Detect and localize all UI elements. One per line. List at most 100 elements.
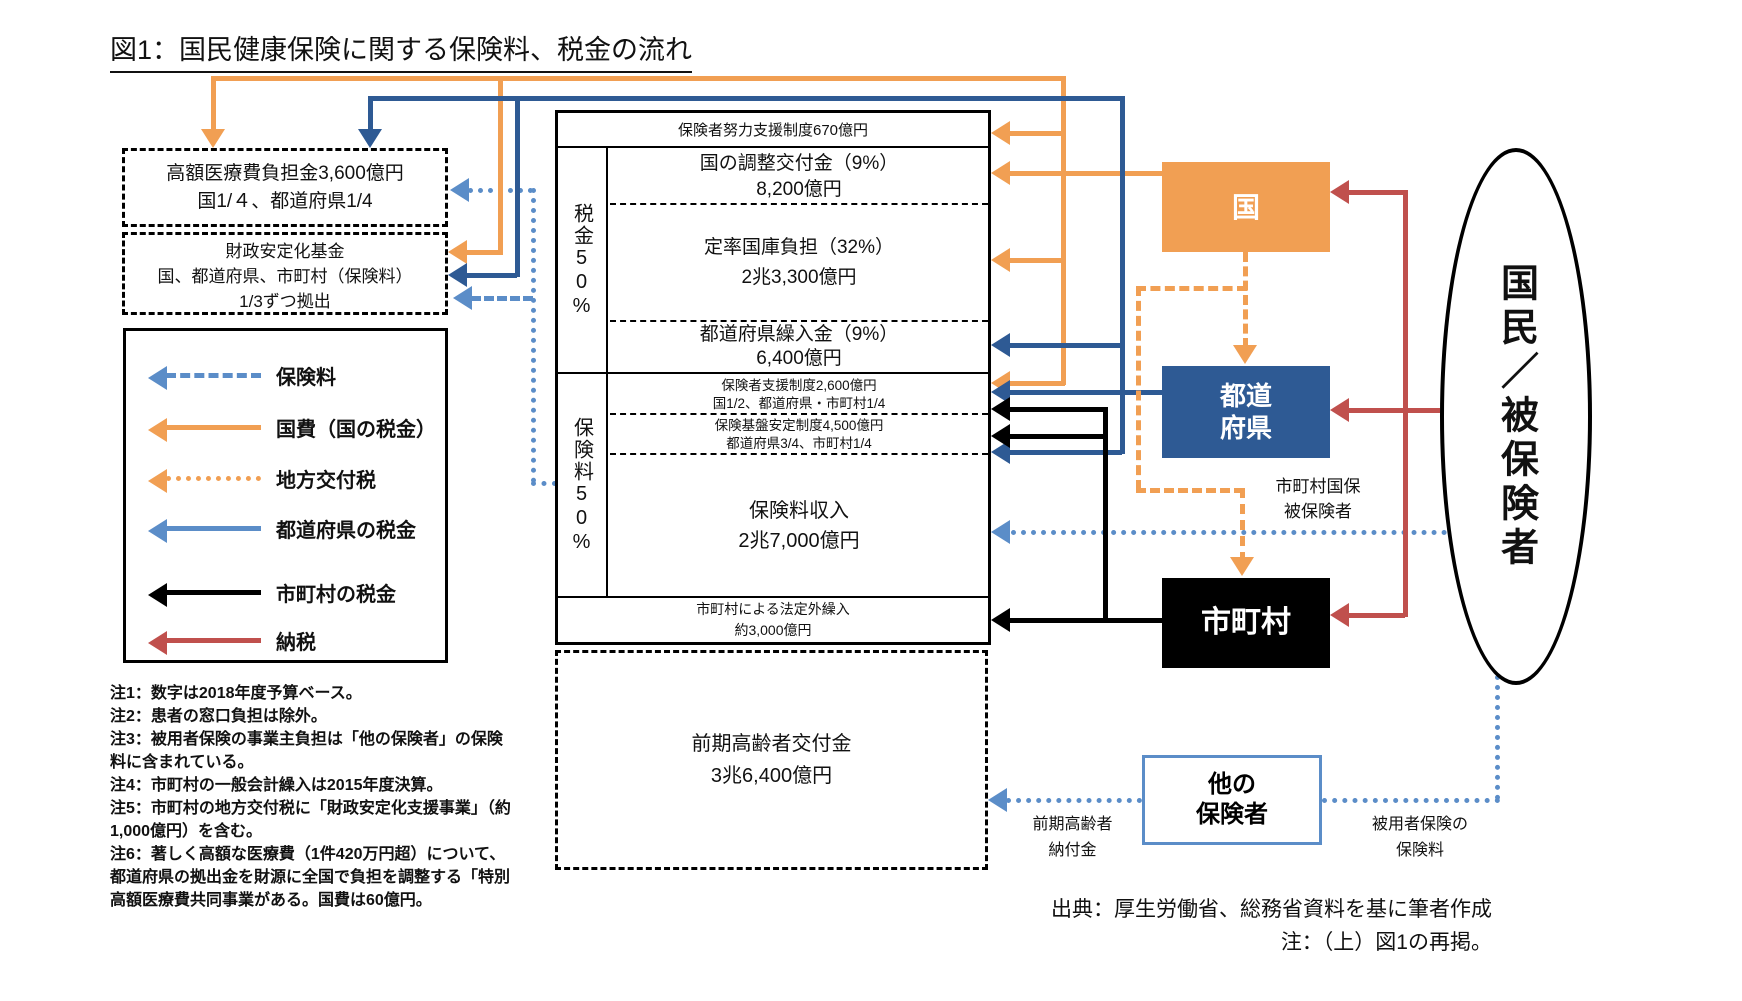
- label-line: 前期高齢者: [1032, 816, 1113, 833]
- legend-item-chiho-kofuzei: 地方交付税: [126, 466, 446, 496]
- arrow-head: [448, 240, 467, 264]
- flow-segment: [1007, 450, 1122, 455]
- arrow-head: [1330, 180, 1349, 204]
- kokuho-account-box: [555, 110, 991, 645]
- arrow-head: [991, 248, 1010, 272]
- arrow-left-icon: [148, 519, 167, 543]
- solid-line-sample: [166, 425, 261, 430]
- row-line: 他の: [1208, 771, 1256, 798]
- flow-segment: [1243, 252, 1248, 348]
- row-teiritsu-kokko: 定率国庫負担（32%） 2兆3,300億円: [610, 207, 988, 318]
- row-chosei-kofukin: 国の調整交付金（9%） 8,200億円: [610, 150, 988, 203]
- row-line: 保険基盤安定制度4,500億円: [714, 418, 884, 433]
- flow-segment: [531, 188, 536, 483]
- legend-item-todofuken-tax: 都道府県の税金: [126, 516, 446, 546]
- flow-segment: [1007, 434, 1105, 439]
- flow-segment: [1007, 381, 1065, 386]
- row-todofuken-kuriire: 都道府県繰入金（9%） 6,400億円: [610, 324, 988, 370]
- source-line: 出典：厚生労働省、総務省資料を基に筆者作成: [1051, 898, 1492, 921]
- divider: [558, 372, 988, 374]
- flow-segment: [1007, 407, 1105, 412]
- legend-item-shichoson-tax: 市町村の税金: [126, 580, 446, 610]
- row-hokenryo-shunyu: 保険料収入 2兆7,000億円: [610, 457, 988, 594]
- kogaku-iryohi-fund-box: 高額医療費負担金3,600億円 国1/４、都道府県1/4: [122, 148, 448, 227]
- flow-segment: [368, 96, 373, 132]
- arrow-head: [991, 424, 1010, 448]
- entity-hoka-hokensha: 他の 保険者: [1142, 755, 1322, 845]
- row-line: 約3,000億円: [734, 622, 812, 638]
- label-line: 被保険者: [1284, 502, 1352, 521]
- arrow-head: [991, 520, 1010, 544]
- flow-segment: [1007, 390, 1162, 395]
- legend-box: 保険料 国費（国の税金） 地方交付税 都道府県の税金 市町村の税金 納税: [123, 328, 448, 663]
- legend-label: 都道府県の税金: [276, 520, 416, 542]
- flow-segment: [1011, 530, 1447, 535]
- arrow-head: [453, 286, 472, 310]
- divider: [610, 453, 988, 455]
- entity-kokumin-hihokensha-ellipse: 国民／被保険者: [1440, 148, 1592, 685]
- footnotes: 注1：数字は2018年度予算ベース。 注2：患者の窓口負担は除外。 注3：被用者…: [110, 682, 512, 912]
- flow-segment: [1007, 131, 1065, 136]
- source-note: 出典：厚生労働省、総務省資料を基に筆者作成 注：（上）図1の再掲。: [900, 893, 1492, 959]
- fund-label: 高額医療費負担金3,600億円: [166, 163, 404, 184]
- flow-segment: [498, 76, 503, 254]
- entity-kuni: 国: [1162, 162, 1330, 252]
- solid-line-sample: [166, 638, 261, 643]
- flow-segment: [1007, 343, 1122, 348]
- arrow-left-icon: [148, 469, 167, 493]
- label-line: 保険料: [1395, 842, 1444, 859]
- zenki-koreisha-kofukin-box: 前期高齢者交付金 3兆6,400億円: [555, 650, 988, 870]
- row-line: 8,200億円: [756, 178, 842, 200]
- divider: [610, 413, 988, 415]
- solid-line-sample: [166, 590, 261, 595]
- flow-segment: [211, 76, 1065, 81]
- arrow-left-icon: [148, 631, 167, 655]
- arrow-head: [991, 608, 1010, 632]
- label-hiyosha-hokenryo: 被用者保険の 保険料: [1345, 812, 1495, 864]
- label-kokuho-hihokensha: 市町村国保 被保険者: [1248, 474, 1388, 524]
- row-line: 国の調整交付金（9%）: [699, 152, 899, 174]
- row-hokensha-shien: 保険者支援制度2,600億円 国1/2、都道府県・市町村1/4: [610, 376, 988, 413]
- entity-todofuken: 都道 府県: [1162, 366, 1330, 458]
- flow-segment: [1136, 488, 1244, 493]
- row-line: 保険料収入: [749, 499, 849, 522]
- flow-segment: [1495, 675, 1500, 800]
- arrow-head: [358, 129, 382, 148]
- label-zenki-nofukin: 前期高齢者 納付金: [1000, 812, 1145, 864]
- arrow-head: [991, 333, 1010, 357]
- dashed-line-sample: [166, 373, 261, 378]
- row-line: 保険者: [1196, 801, 1268, 828]
- legend-label: 地方交付税: [276, 470, 376, 492]
- solid-line-sample: [166, 526, 261, 531]
- flow-segment: [368, 96, 1124, 101]
- legend-label: 納税: [276, 632, 316, 654]
- arrow-head: [1330, 603, 1349, 627]
- flow-segment: [464, 273, 517, 278]
- flow-segment: [1007, 258, 1065, 263]
- arrow-head: [991, 121, 1010, 145]
- arrow-left-icon: [148, 418, 167, 442]
- arrow-head: [201, 129, 225, 148]
- flow-segment: [1136, 286, 1141, 490]
- flow-segment: [1403, 190, 1408, 617]
- flow-segment: [1136, 286, 1247, 291]
- fund-share: 国1/４、都道府県1/4: [197, 191, 373, 212]
- legend-label: 国費（国の税金）: [276, 419, 436, 441]
- flow-segment: [1006, 798, 1142, 803]
- row-line: 保険者支援制度2,600億円: [721, 377, 877, 393]
- arrow-left-icon: [148, 366, 167, 390]
- legend-item-hokenryo: 保険料: [126, 363, 446, 393]
- arrow-head: [988, 788, 1007, 812]
- section-label-tax50: 税金50%: [570, 203, 593, 319]
- row-line: 国1/2、都道府県・市町村1/4: [712, 395, 886, 411]
- dotted-line-sample: [166, 476, 261, 481]
- entity-shichoson: 市町村: [1162, 578, 1330, 668]
- footnote: 注6：著しく高額な医療費（1件420万円超）について、都道府県の拠出金を財源に全…: [110, 846, 511, 909]
- row-line: 府県: [1219, 413, 1272, 443]
- fund-share: 1/3ずつ拠出: [239, 292, 331, 311]
- flow-segment: [1120, 96, 1125, 454]
- flow-segment: [1061, 76, 1066, 385]
- legend-item-kokuhi: 国費（国の税金）: [126, 415, 446, 445]
- footnote: 注1：数字は2018年度予算ベース。: [110, 685, 362, 702]
